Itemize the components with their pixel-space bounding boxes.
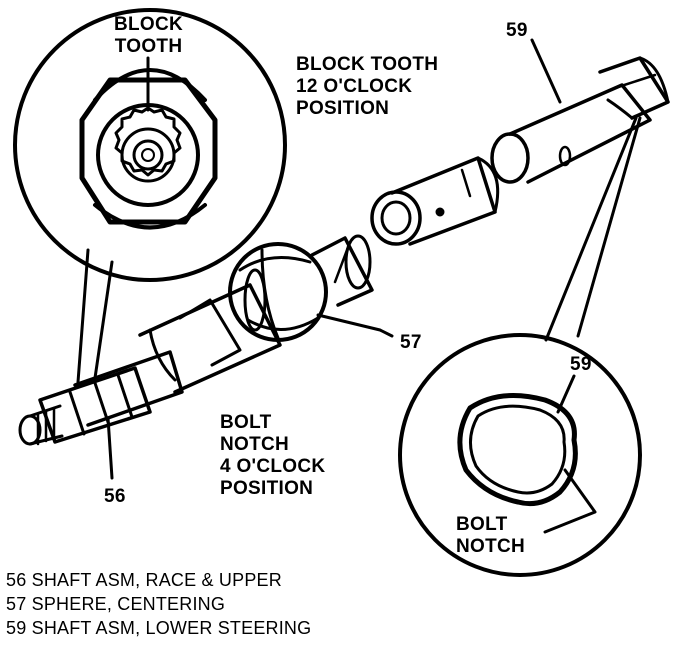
legend-item: 59 SHAFT ASM, LOWER STEERING [6, 618, 312, 638]
intermediate-tube [370, 156, 500, 246]
label-line: POSITION [220, 478, 314, 499]
inset-leader-a [544, 116, 638, 342]
bolt-notch-inset-label: BOLT NOTCH [456, 514, 525, 558]
inset-leader-b [576, 116, 642, 338]
centering-sphere [228, 234, 374, 342]
label-line: NOTCH [220, 434, 290, 455]
bolt-notch-detail-inset [398, 333, 642, 577]
ref-number-57: 57 [400, 332, 422, 353]
block-tooth-inset-label: BLOCK TOOTH [114, 14, 183, 58]
inset-leader-right [93, 260, 114, 380]
label-line: POSITION [296, 98, 390, 119]
legend-item: 56 SHAFT ASM, RACE & UPPER [6, 570, 282, 590]
ref-number-59-top: 59 [506, 20, 528, 41]
label-line: 12 O'CLOCK [296, 76, 413, 97]
label-line: BLOCK TOOTH [296, 54, 439, 75]
ref-number-59-inset: 59 [570, 354, 592, 375]
legend-item: 57 SPHERE, CENTERING [6, 594, 226, 614]
label-line: TOOTH [114, 36, 183, 57]
block-tooth-position-label: BLOCK TOOTH 12 O'CLOCK POSITION [296, 54, 438, 120]
label-line: BOLT [456, 514, 508, 535]
label-line: BLOCK [114, 14, 184, 35]
leader-59 [530, 38, 562, 104]
block-tooth-detail-inset [13, 8, 287, 282]
bolt-notch-position-label: BOLT NOTCH 4 O'CLOCK POSITION [220, 412, 325, 500]
inset-leader-left [76, 248, 90, 384]
label-line: 4 O'CLOCK [220, 456, 326, 477]
label-line: BOLT [220, 412, 272, 433]
parts-legend: 56 SHAFT ASM, RACE & UPPER 57 SPHERE, CE… [6, 568, 311, 640]
leader-56 [106, 416, 114, 480]
lower-steering-shaft [490, 56, 670, 184]
leader-57 [316, 313, 394, 338]
label-line: NOTCH [456, 536, 526, 557]
ref-number-56: 56 [104, 486, 126, 507]
